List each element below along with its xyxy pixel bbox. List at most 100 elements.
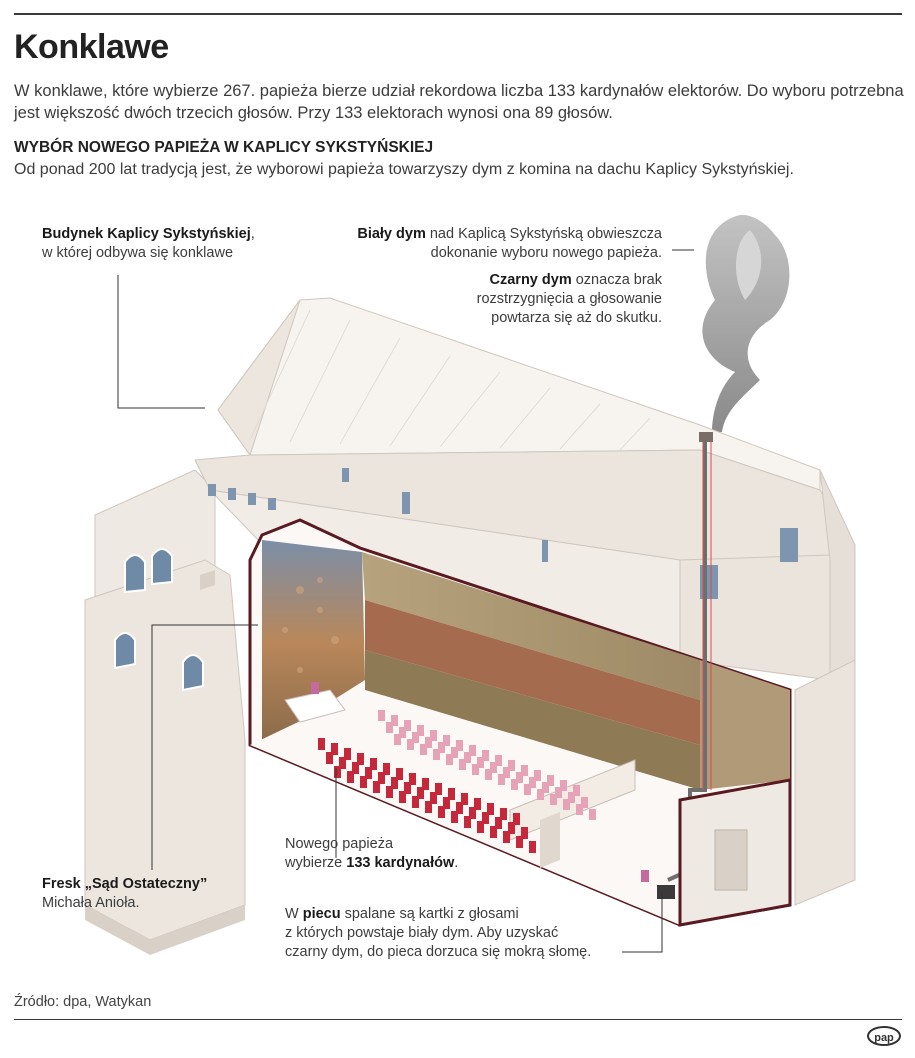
cardinal-figure (417, 725, 424, 736)
cardinal-figure (534, 770, 541, 781)
cardinal-seat (318, 738, 325, 750)
source-note: Źródło: dpa, Watykan (14, 994, 152, 1010)
cardinal-seat (383, 763, 390, 775)
cardinal-figure (555, 787, 562, 798)
altar-figure (311, 682, 319, 694)
cardinal-figure (560, 780, 567, 791)
cardinal-figure (524, 784, 531, 795)
cardinal-figure (386, 722, 393, 733)
cardinal-seat (412, 796, 419, 808)
cardinal-seat (521, 827, 528, 839)
cardinal-figure (433, 749, 440, 760)
cardinal-figure (581, 797, 588, 808)
cardinal-figure (568, 792, 575, 803)
cardinal-seat (326, 752, 333, 764)
cardinal-figure (404, 720, 411, 731)
cardinal-figure (443, 735, 450, 746)
cardinal-seat (373, 781, 380, 793)
cardinal-figure (576, 804, 583, 815)
cardinal-seat (516, 836, 523, 848)
cardinal-figure (399, 727, 406, 738)
label-building: Budynek Kaplicy Sykstyńskiej, w której o… (42, 226, 255, 261)
cardinal-figure (472, 764, 479, 775)
cardinal-figure (378, 710, 385, 721)
cardinal-seat (352, 762, 359, 774)
label-cardinals: Nowego papieża wybierze 133 kardynałów. (285, 836, 459, 871)
cardinal-figure (508, 760, 515, 771)
cardinal-seat (399, 791, 406, 803)
cardinal-seat (391, 777, 398, 789)
cardinal-figure (511, 779, 518, 790)
cardinal-seat (386, 786, 393, 798)
chapel-roof (194, 297, 856, 561)
cardinal-figure (550, 794, 557, 805)
cardinal-seat (347, 771, 354, 783)
cardinal-seat (357, 753, 364, 765)
cardinal-seat (430, 792, 437, 804)
cardinal-seat (448, 788, 455, 800)
interior-cutaway (248, 432, 792, 927)
cardinal-figure (464, 752, 471, 763)
cardinal-seat (474, 798, 481, 810)
cardinal-figure (537, 789, 544, 800)
cardinal-figure (482, 750, 489, 761)
cardinal-seat (360, 776, 367, 788)
cardinal-seat (438, 806, 445, 818)
cardinal-figure (485, 769, 492, 780)
cardinal-seat (500, 808, 507, 820)
chimney (699, 432, 713, 442)
cardinal-figure (498, 774, 505, 785)
last-judgment-fresco (262, 540, 365, 745)
pap-logo: pap (867, 1026, 901, 1046)
cardinal-seat (529, 841, 536, 853)
cardinal-figure (412, 732, 419, 743)
cardinal-seat (495, 817, 502, 829)
cardinal-seat (409, 773, 416, 785)
cardinal-seat (339, 757, 346, 769)
cardinal-figure (459, 759, 466, 770)
cardinal-seat (503, 831, 510, 843)
cardinal-figure (407, 739, 414, 750)
cardinal-seat (331, 743, 338, 755)
cardinal-seat (508, 822, 515, 834)
section-heading: WYBÓR NOWEGO PAPIEŻA W KAPLICY SYKSTYŃSK… (14, 139, 434, 156)
cardinal-figure (573, 785, 580, 796)
cardinal-figure (420, 744, 427, 755)
cardinal-seat (451, 811, 458, 823)
left-wing (84, 469, 246, 955)
smoke-plume (702, 214, 790, 432)
cardinal-figure (451, 747, 458, 758)
cardinal-figure (391, 715, 398, 726)
cardinal-figure (438, 742, 445, 753)
cardinal-figure (394, 734, 401, 745)
cardinal-figure (446, 754, 453, 765)
cardinal-figure (542, 782, 549, 793)
label-fresco: Fresk „Sąd Ostateczny” Michała Anioła. (42, 876, 208, 911)
cardinal-figure (456, 740, 463, 751)
bottom-rule (14, 1019, 902, 1020)
label-white-smoke: Biały dym nad Kaplicą Sykstyńską obwiesz… (357, 226, 662, 261)
cardinal-seat (404, 782, 411, 794)
top-rule (14, 13, 902, 15)
cardinal-seat (425, 801, 432, 813)
page-title: Konklawe (14, 28, 169, 66)
cardinal-seat (490, 826, 497, 838)
cardinal-seat (378, 772, 385, 784)
cardinal-seat (443, 797, 450, 809)
right-facade (794, 469, 856, 906)
cardinal-figure (490, 762, 497, 773)
cardinal-figure (547, 775, 554, 786)
cardinal-seat (435, 783, 442, 795)
stove (657, 885, 675, 899)
cardinal-figure (425, 737, 432, 748)
cardinal-seat (456, 802, 463, 814)
cardinal-seat (487, 803, 494, 815)
cardinal-figure (469, 745, 476, 756)
label-stove: W piecu spalane są kartki z głosami z kt… (285, 906, 592, 960)
cardinal-figure (477, 757, 484, 768)
section-text: Od ponad 200 lat tradycją jest, że wybor… (14, 161, 794, 178)
cardinal-seat (370, 758, 377, 770)
cardinal-seat (482, 812, 489, 824)
cardinal-seat (513, 813, 520, 825)
